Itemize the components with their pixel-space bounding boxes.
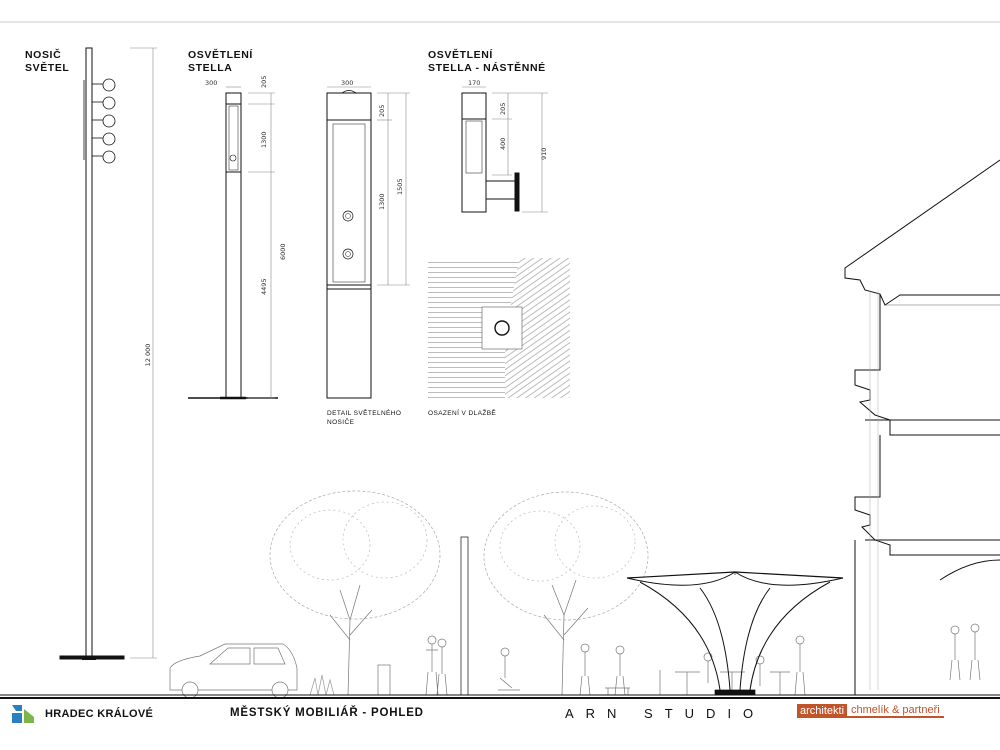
label-nosic-svetel: NOSIČ SVĚTEL — [25, 49, 70, 74]
sheet-title: MĚSTSKÝ MOBILIÁŘ - POHLED — [230, 707, 424, 719]
firm-name-partners: chmelík & partneři — [847, 704, 944, 718]
dim-wall-width: 170 — [468, 79, 480, 87]
firm-name-architekti: architekti — [797, 704, 848, 718]
dim-detail-top: 205 — [378, 105, 386, 117]
studio-name: ARN STUDIO — [565, 706, 766, 721]
label-osvetleni-stella-nastenne: OSVĚTLENÍ STELLA - NÁSTĚNNÉ — [428, 49, 546, 74]
caption-detail: DETAIL SVĚTELNÉHO NOSIČE — [327, 410, 402, 426]
caption-paving: OSAZENÍ V DLAŽBĚ — [428, 410, 497, 417]
people — [425, 623, 981, 696]
street-elevation — [0, 159, 1000, 699]
dim-wall-top: 205 — [499, 103, 507, 115]
dim-stella-width: 300 — [205, 79, 217, 87]
dim-detail-upper: 1505 — [396, 178, 404, 195]
label-osvetleni-stella: OSVĚTLENÍ STELLA — [188, 49, 253, 74]
dim-stella-base: 4495 — [260, 278, 268, 295]
technical-drawing: 12 000 300 205 1300 6000 4495 — [0, 21, 1000, 699]
tree-right — [483, 491, 649, 696]
car — [169, 643, 298, 699]
light-carrier-pole — [59, 47, 157, 660]
dim-stella-light: 1300 — [260, 131, 268, 148]
firm-logo: architekti chmelík & partneři — [797, 704, 944, 718]
dim-pole-height: 12 000 — [144, 344, 152, 367]
paving-plan — [428, 258, 570, 398]
dim-detail-width: 300 — [341, 79, 353, 87]
dim-wall-total: 910 — [540, 148, 548, 160]
stella-light — [188, 86, 278, 400]
dim-stella-total: 6000 — [279, 243, 287, 260]
dim-wall-light: 400 — [499, 138, 507, 150]
stella-detail — [326, 86, 410, 399]
tree-left — [269, 490, 441, 696]
dim-stella-top: 205 — [260, 76, 268, 88]
city-name: HRADEC KRÁLOVÉ — [45, 708, 154, 720]
wall-light — [461, 86, 548, 213]
hradec-kralove-logo-icon — [12, 705, 34, 723]
building-section — [844, 159, 1000, 696]
canopy — [626, 571, 844, 696]
title-block: HRADEC KRÁLOVÉ MĚSTSKÝ MOBILIÁŘ - POHLED… — [0, 697, 1000, 729]
dim-detail-light: 1300 — [378, 193, 386, 210]
